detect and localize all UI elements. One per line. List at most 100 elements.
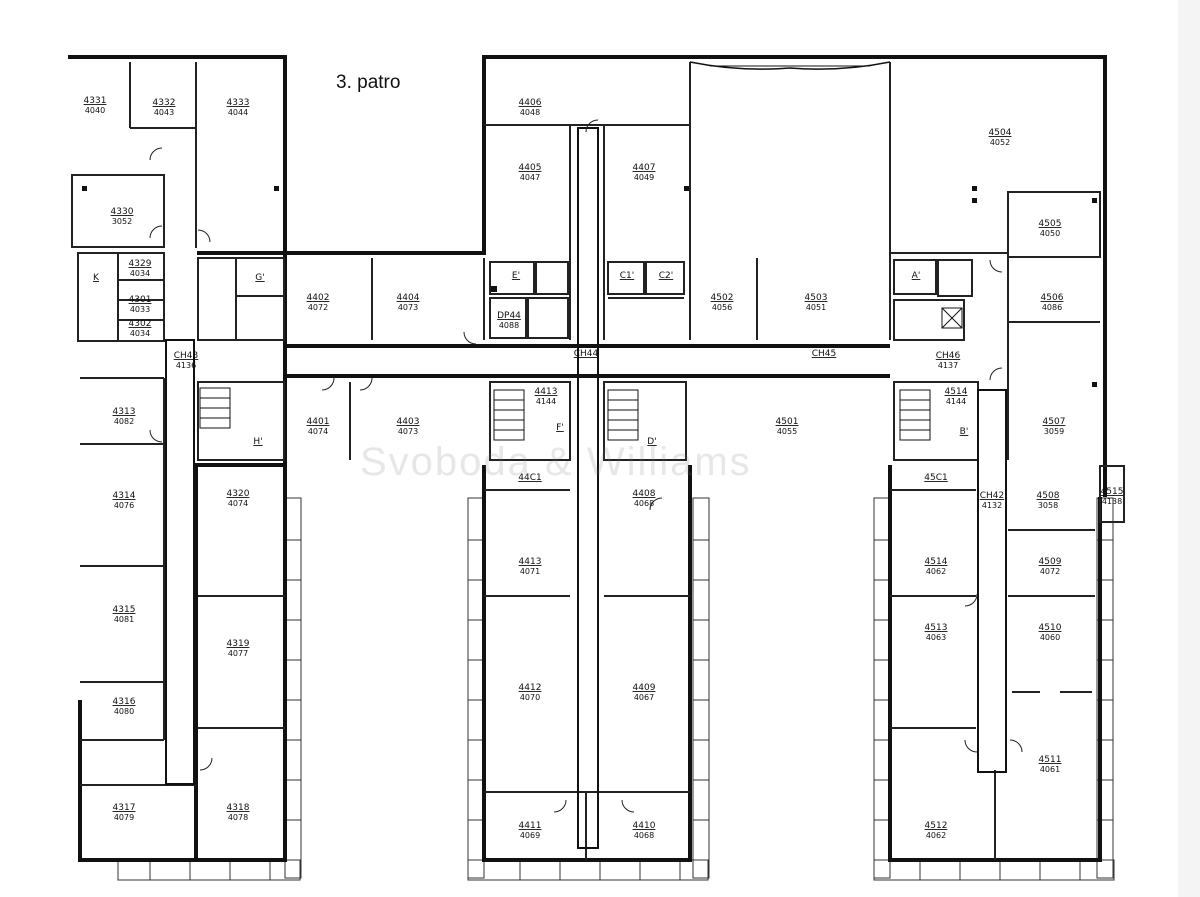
room-number: 4513 bbox=[925, 623, 948, 633]
room-number: F' bbox=[556, 423, 564, 433]
room-code: 4043 bbox=[154, 108, 174, 117]
room-code: 4074 bbox=[308, 427, 328, 436]
room-number: 4505 bbox=[1039, 219, 1062, 229]
room-code: 4072 bbox=[1040, 567, 1060, 576]
room-number: 4514 bbox=[945, 387, 968, 397]
corridor-structure bbox=[165, 61, 1007, 849]
room-code: 4051 bbox=[806, 303, 826, 312]
room-number: 4404 bbox=[397, 293, 420, 303]
room-number: CH42 bbox=[980, 491, 1005, 501]
room-number: 44C1 bbox=[518, 473, 541, 483]
room-number: 4318 bbox=[227, 803, 250, 813]
room-number: 4409 bbox=[633, 683, 656, 693]
room-code: 3052 bbox=[112, 217, 132, 226]
room-number: CH46 bbox=[936, 351, 961, 361]
room-number: D' bbox=[647, 437, 656, 447]
room-number: 4329 bbox=[129, 259, 152, 269]
room-number: 4407 bbox=[633, 163, 656, 173]
room-number: 4316 bbox=[113, 697, 136, 707]
room-number: 4504 bbox=[989, 128, 1012, 138]
room-number: 4514 bbox=[925, 557, 948, 567]
room-code: 4044 bbox=[228, 108, 248, 117]
room-g: G' bbox=[255, 273, 264, 283]
room-code: 4080 bbox=[114, 707, 134, 716]
room-number: 4402 bbox=[307, 293, 330, 303]
room-number: 4315 bbox=[113, 605, 136, 615]
room-number: 4512 bbox=[925, 821, 948, 831]
room-number: 4413 bbox=[519, 557, 542, 567]
room-code: 4056 bbox=[712, 303, 732, 312]
room-number: 4330 bbox=[111, 207, 134, 217]
room-number: CH45 bbox=[812, 349, 837, 359]
room-f: F' bbox=[556, 423, 564, 433]
room-code: 4063 bbox=[926, 633, 946, 642]
room-number: C2' bbox=[659, 271, 673, 281]
room-number: 4405 bbox=[519, 163, 542, 173]
door-swings bbox=[149, 119, 1023, 813]
room-code: 4060 bbox=[1040, 633, 1060, 642]
room-code: 4137 bbox=[938, 361, 958, 370]
room-code: 4048 bbox=[520, 108, 540, 117]
room-code: 4088 bbox=[499, 321, 519, 330]
room-code: 4034 bbox=[130, 329, 150, 338]
room-code: 4052 bbox=[990, 138, 1010, 147]
room-number: 4511 bbox=[1039, 755, 1062, 765]
room-number: E' bbox=[512, 271, 520, 281]
balcony-rails bbox=[117, 497, 1115, 881]
room-number: 45C1 bbox=[924, 473, 947, 483]
room-code: 4144 bbox=[946, 397, 966, 406]
room-number: 4401 bbox=[307, 417, 330, 427]
room-code: 4073 bbox=[398, 303, 418, 312]
room-45c1: 45C1 bbox=[924, 473, 947, 483]
room-code: 4081 bbox=[114, 615, 134, 624]
room-code: 4071 bbox=[520, 567, 540, 576]
room-code: 4062 bbox=[926, 567, 946, 576]
room-ch45: CH45 bbox=[812, 349, 837, 359]
outer-walls bbox=[68, 55, 1107, 862]
room-number: 4503 bbox=[805, 293, 828, 303]
room-code: 4049 bbox=[634, 173, 654, 182]
room-number: C1' bbox=[620, 271, 634, 281]
room-code: 4086 bbox=[1042, 303, 1062, 312]
page-edge bbox=[1178, 0, 1200, 897]
room-number: 4332 bbox=[153, 98, 176, 108]
room-code: 4144 bbox=[536, 397, 556, 406]
room-number: 4508 bbox=[1037, 491, 1060, 501]
room-a: A' bbox=[912, 271, 921, 281]
room-44c1: 44C1 bbox=[518, 473, 541, 483]
room-number: 4412 bbox=[519, 683, 542, 693]
room-number: CH44 bbox=[574, 349, 599, 359]
room-code: 4069 bbox=[520, 831, 540, 840]
room-code: 4061 bbox=[1040, 765, 1060, 774]
room-number: 4509 bbox=[1039, 557, 1062, 567]
room-number: 4406 bbox=[519, 98, 542, 108]
room-number: 4317 bbox=[113, 803, 136, 813]
room-code: 4070 bbox=[520, 693, 540, 702]
room-number: 4506 bbox=[1041, 293, 1064, 303]
